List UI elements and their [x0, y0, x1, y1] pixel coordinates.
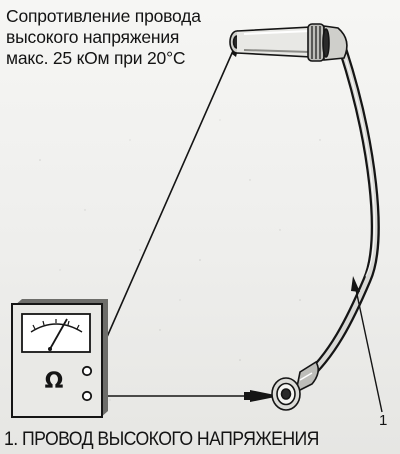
- test-lead-upper: [91, 43, 237, 372]
- callout-line-3: макс. 25 кОм при 20°С: [6, 48, 186, 68]
- part-number-label: 1: [379, 412, 388, 429]
- ohmmeter: [11, 299, 108, 418]
- figure-caption: 1. ПРОВОД ВЫСОКОГО НАПРЯЖЕНИЯ: [4, 429, 319, 450]
- wire-bottom-boot: [271, 360, 320, 411]
- callout-line-1: Сопротивление провода: [6, 6, 201, 26]
- wire-top-boot: [229, 23, 348, 62]
- resistance-spec-callout: Сопротивление провода высокого напряжени…: [6, 6, 236, 69]
- high-voltage-wire: [299, 45, 380, 385]
- ohm-symbol: Ω: [45, 369, 64, 394]
- probe-tip-lower: [244, 390, 280, 402]
- callout-line-2: высокого напряжения: [6, 27, 180, 47]
- part-1-leader: [351, 276, 383, 413]
